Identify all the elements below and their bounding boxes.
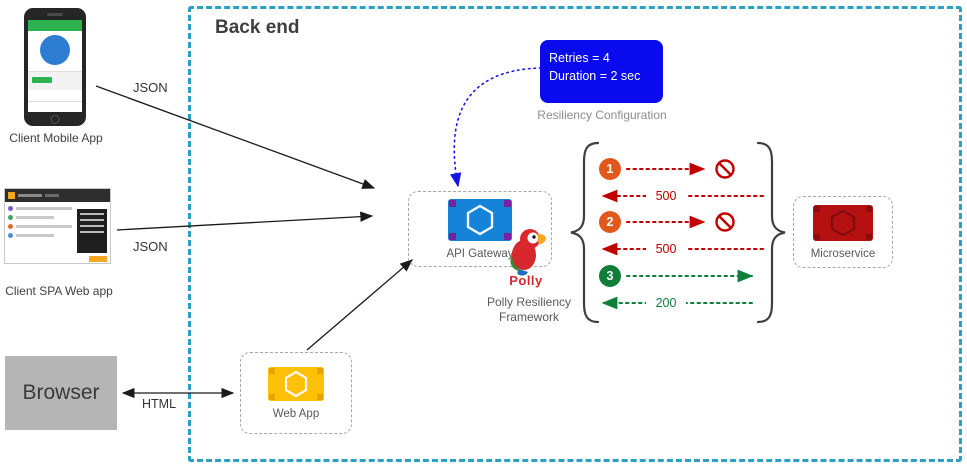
microservice-icon [813,204,873,241]
price-chip [32,77,52,83]
text-line [16,234,54,237]
app-content [28,71,82,90]
app-bottom-bar [28,101,82,112]
polly-parrot-icon [510,229,546,276]
attempt-badge-2: 2 [599,211,621,233]
api-gateway-icon [448,198,512,241]
polly-wordmark: Polly [509,273,543,288]
response-code-3: 200 [646,296,686,311]
text-line [16,225,72,228]
text-line [16,207,72,210]
spa-cta-button [89,256,107,262]
text-line [16,216,54,219]
edge-label-json-mobile: JSON [133,80,168,95]
backend-title: Back end [215,17,300,38]
mobile-client-label: Client Mobile App [9,131,103,145]
microservice-label: Microservice [810,247,876,260]
spa-nav-placeholder [18,194,42,197]
spa-side-panel [77,209,107,253]
edge-label-json-spa: JSON [133,239,168,254]
phone-screen [28,20,82,112]
phone-home-button [50,115,60,124]
polly-caption-line1: Polly Resiliency [486,295,572,309]
avatar [8,224,13,229]
spa-nav-placeholder-2 [45,194,59,197]
browser-label: Browser [22,381,100,404]
app-hero [28,31,82,71]
backend-container: Back end [188,6,962,462]
attempt-badge-1: 1 [599,158,621,180]
spa-header-bar [5,189,110,202]
spa-client-label: Client SPA Web app [5,284,113,298]
spa-screenshot [4,188,111,264]
avatar [8,215,13,220]
response-code-1: 500 [646,189,686,204]
mobile-phone-mockup [24,8,86,126]
config-duration: Duration = 2 sec [549,69,641,83]
config-retries: Retries = 4 [549,51,610,65]
avatar [8,233,13,238]
edge-label-html: HTML [142,397,177,411]
spa-post-row [8,233,110,238]
polly-caption: Polly Resiliency Framework [468,295,590,325]
phone-speaker [47,13,63,16]
webapp-label: Web App [272,407,320,420]
resiliency-config-box: Retries = 4 Duration = 2 sec [540,40,663,103]
app-header-bar [28,20,82,31]
spa-post-row [8,206,110,211]
spa-content [5,206,110,267]
webapp-node: Web App [240,352,352,434]
spa-logo [8,192,15,199]
attempt-badge-3: 3 [599,265,621,287]
spa-post-row [8,224,110,229]
microservice-node: Microservice [793,196,893,268]
spa-post-row [8,215,110,220]
resiliency-config-caption: Resiliency Configuration [537,108,667,122]
response-code-2: 500 [646,242,686,257]
webapp-icon [268,366,324,401]
api-gateway-node: API Gateway [408,191,552,267]
api-gateway-label: API Gateway [446,247,514,260]
polly-caption-line2: Framework [498,310,559,324]
avatar [8,206,13,211]
browser-node: Browser [5,356,117,430]
app-logo [40,35,70,65]
